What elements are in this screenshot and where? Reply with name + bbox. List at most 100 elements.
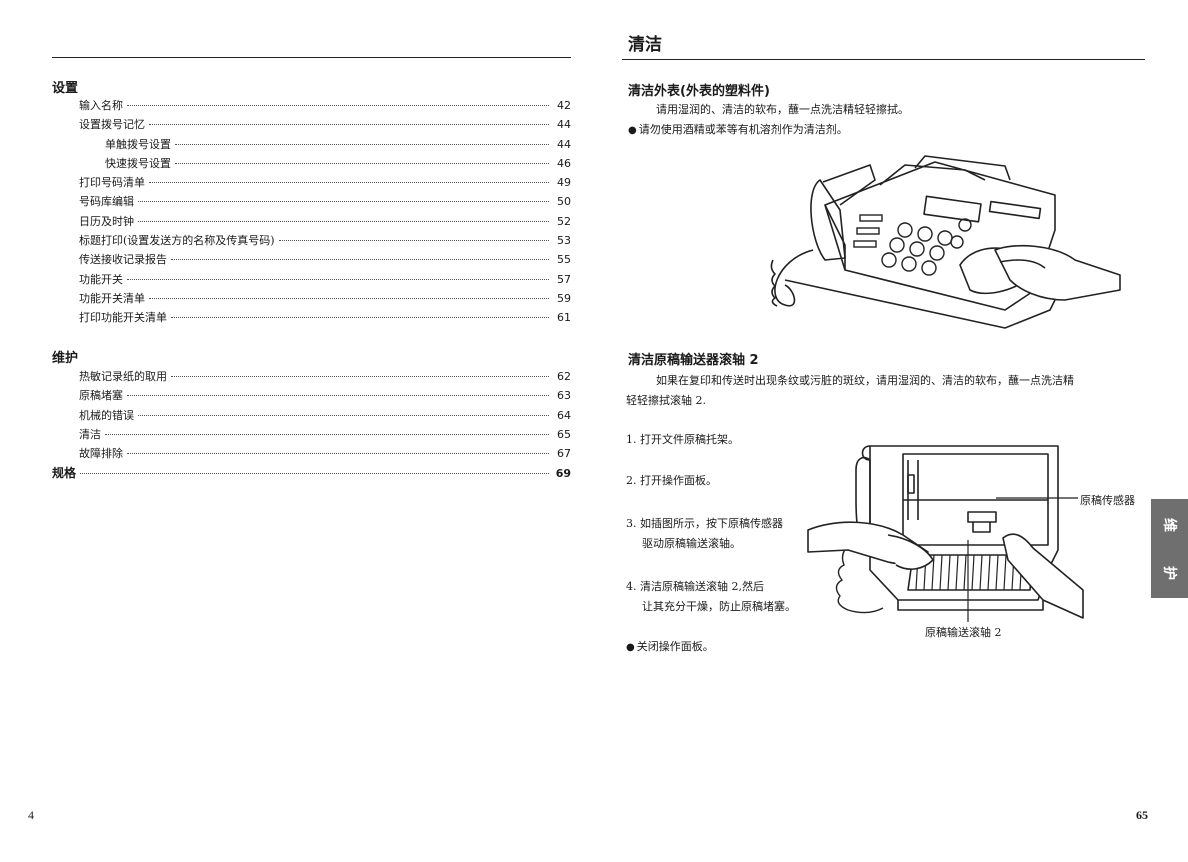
right-header-rule xyxy=(622,59,1145,60)
toc-entry[interactable]: 功能开关 57 xyxy=(52,271,571,290)
toc-entry[interactable]: 规格 69 xyxy=(52,464,571,483)
toc-leader-dots xyxy=(138,220,549,222)
chapter-side-tab: 维 护 xyxy=(1151,499,1188,598)
toc-entry-label: 号码库编辑 xyxy=(79,195,134,209)
toc-entry-page: 46 xyxy=(557,156,571,170)
toc-entry-label: 原稿堵塞 xyxy=(79,389,123,403)
toc-leader-dots xyxy=(105,433,549,435)
toc-entry[interactable]: 清洁 65 xyxy=(52,426,571,445)
toc-entry-page: 69 xyxy=(555,467,571,481)
toc-entry[interactable]: 号码库编辑 50 xyxy=(52,193,571,212)
callout-feed-roller: 原稿输送滚轴 2 xyxy=(925,626,1002,639)
toc-entry-label: 机械的错误 xyxy=(79,408,134,422)
toc-leader-dots xyxy=(175,143,549,145)
toc-entry[interactable]: 原稿堵塞 63 xyxy=(52,387,571,406)
toc-entry-label: 单触拨号设置 xyxy=(105,137,171,151)
toc-section-title-maintenance: 维护 xyxy=(52,351,79,366)
section-heading-roller: 清洁原稿输送器滚轴 2 xyxy=(628,353,759,368)
toc-entry-page: 55 xyxy=(557,253,571,267)
side-tab-char-1: 维 xyxy=(1160,517,1177,532)
left-header-rule xyxy=(52,57,571,58)
toc-entry-page: 44 xyxy=(557,137,571,151)
toc-leader-dots xyxy=(278,240,549,242)
note-exterior-text: 请勿使用酒精或苯等有机溶剂作为清洁剂。 xyxy=(638,123,848,136)
right-page-number: 65 xyxy=(1136,808,1148,822)
toc-entry[interactable]: 日历及时钟 52 xyxy=(52,213,571,232)
toc-entry[interactable]: 打印号码清单 49 xyxy=(52,174,571,193)
toc-entry[interactable]: 打印功能开关清单 61 xyxy=(52,309,571,328)
toc-list-setup: 输入名称 42 设置拨号记忆 44 单触拨号设置 44 快速拨号设置 46 打印号码清单 49 号码… xyxy=(52,97,571,329)
toc-leader-dots xyxy=(149,297,549,299)
toc-entry[interactable]: 热敏记录纸的取用 62 xyxy=(52,368,571,387)
toc-entry-label: 打印号码清单 xyxy=(79,176,145,190)
toc-leader-dots xyxy=(127,278,549,280)
toc-leader-dots xyxy=(138,201,549,203)
step-1: 1. 打开文件原稿托架。 xyxy=(626,430,739,450)
step-2: 2. 打开操作面板。 xyxy=(626,471,717,491)
toc-entry-label: 标题打印(设置发送方的名称及传真号码) xyxy=(79,234,275,248)
page-title: 清洁 xyxy=(628,35,662,55)
toc-entry-page: 44 xyxy=(557,118,571,132)
toc-entry-label: 日历及时钟 xyxy=(79,214,134,228)
toc-entry-label: 规格 xyxy=(52,466,77,481)
step-3-text-line1: 3. 如插图所示，按下原稿传感器 xyxy=(626,517,783,530)
toc-entry[interactable]: 单触拨号设置 44 xyxy=(52,136,571,155)
toc-leader-dots xyxy=(149,182,549,184)
toc-entry-label: 设置拨号记忆 xyxy=(79,118,145,132)
toc-entry-page: 50 xyxy=(557,195,571,209)
toc-leader-dots xyxy=(138,414,549,416)
toc-entry-label: 快速拨号设置 xyxy=(105,156,171,170)
toc-entry-page: 62 xyxy=(557,370,571,383)
toc-leader-dots xyxy=(127,105,549,106)
toc-entry-page: 42 xyxy=(557,99,571,112)
step-4: 4. 清洁原稿输送滚轴 2,然后 让其充分干燥，防止原稿堵塞。 xyxy=(626,577,796,617)
toc-section-title-setup: 设置 xyxy=(52,81,79,96)
toc-entry-label: 清洁 xyxy=(79,427,101,441)
toc-leader-dots xyxy=(127,395,549,397)
toc-entry[interactable]: 输入名称 42 xyxy=(52,97,571,116)
toc-leader-dots xyxy=(127,453,549,455)
step-4-text-line1: 4. 清洁原稿输送滚轴 2,然后 xyxy=(626,580,764,593)
toc-entry-page: 67 xyxy=(557,447,571,461)
toc-entry[interactable]: 设置拨号记忆 44 xyxy=(52,116,571,135)
left-page-number: 4 xyxy=(28,808,34,822)
toc-leader-dots xyxy=(80,473,549,475)
note-close-panel: 关闭操作面板。 xyxy=(626,637,714,658)
toc-entry[interactable]: 故障排除 67 xyxy=(52,445,571,464)
side-tab-char-2: 护 xyxy=(1160,565,1177,580)
toc-entry-page: 65 xyxy=(557,427,571,441)
toc-entry-label: 功能开关清单 xyxy=(79,291,145,305)
toc-leader-dots xyxy=(175,162,549,164)
step-3-text-line2: 驱动原稿输送滚轴。 xyxy=(642,537,741,550)
toc-leader-dots xyxy=(149,124,549,126)
toc-entry[interactable]: 标题打印(设置发送方的名称及传真号码) 53 xyxy=(52,232,571,251)
note-exterior: 请勿使用酒精或苯等有机溶剂作为清洁剂。 xyxy=(628,120,848,141)
toc-entry-page: 59 xyxy=(557,291,571,305)
toc-entry-label: 故障排除 xyxy=(79,447,123,461)
toc-entry-page: 63 xyxy=(557,389,571,403)
toc-entry-label: 输入名称 xyxy=(79,99,123,112)
toc-entry-page: 61 xyxy=(557,311,571,325)
toc-entry-page: 57 xyxy=(557,272,571,286)
toc-entry-label: 热敏记录纸的取用 xyxy=(79,370,167,383)
toc-leader-dots xyxy=(171,376,549,377)
step-4-text-line2: 让其充分干燥，防止原稿堵塞。 xyxy=(642,600,796,613)
toc-entry-page: 53 xyxy=(557,234,571,248)
section-text-roller-line1: 如果在复印和传送时出现条纹或污脏的斑纹，请用湿润的、清洁的软布，蘸一点洗洁精 xyxy=(656,374,1074,387)
toc-entry[interactable]: 快速拨号设置 46 xyxy=(52,155,571,174)
callout-document-sensor: 原稿传感器 xyxy=(1080,494,1135,507)
step-1-text: 1. 打开文件原稿托架。 xyxy=(626,433,739,446)
toc-leader-dots xyxy=(171,259,549,261)
toc-entry-label: 打印功能开关清单 xyxy=(79,311,167,325)
section-text-exterior: 请用湿润的、清洁的软布，蘸一点洗洁精轻轻擦拭。 xyxy=(656,103,909,116)
toc-entry-page: 49 xyxy=(557,176,571,190)
toc-entry-page: 52 xyxy=(557,214,571,228)
toc-leader-dots xyxy=(171,317,549,319)
section-heading-exterior: 清洁外表(外表的塑料件) xyxy=(628,84,770,99)
toc-entry[interactable]: 功能开关清单 59 xyxy=(52,290,571,309)
toc-entry-label: 功能开关 xyxy=(79,272,123,286)
fax-machine-cleaning-illustration xyxy=(770,155,1121,329)
note-close-panel-text: 关闭操作面板。 xyxy=(636,640,714,653)
